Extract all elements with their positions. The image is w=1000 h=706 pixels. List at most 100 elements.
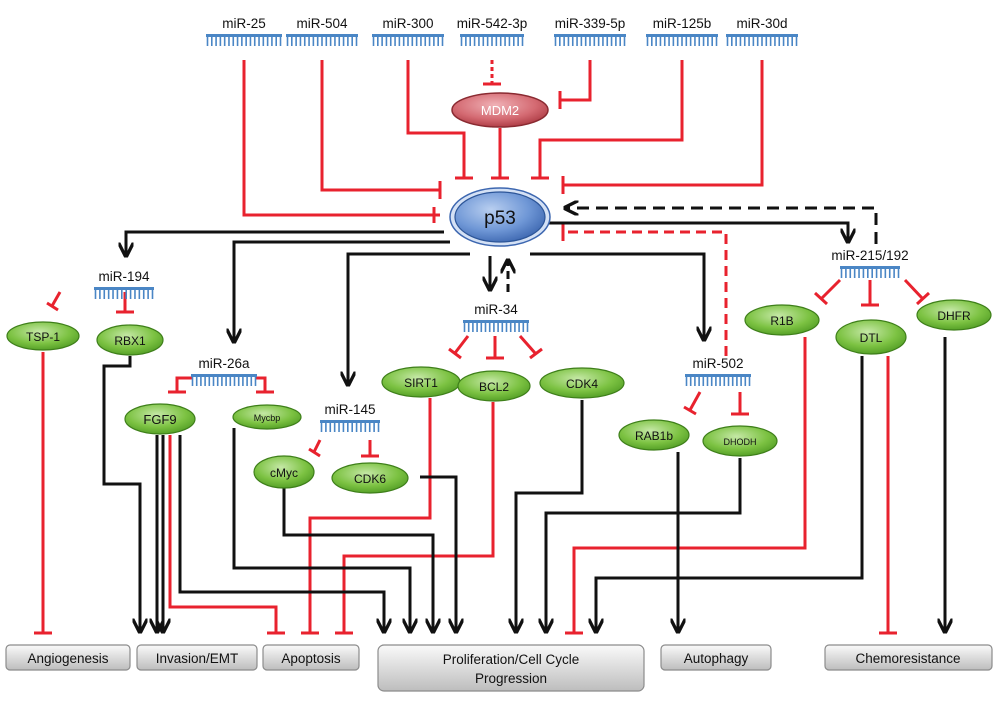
mirna-mir502-label: miR-502 — [692, 356, 743, 371]
edge-mir26a-fgf9 — [175, 376, 192, 392]
edge-mir30d-p53 — [563, 60, 764, 187]
mdm2-label: MDM2 — [481, 103, 519, 118]
mirna-layer: miR-25 miR-504 miR-300 miR-542-3p miR-339-5p… — [94, 16, 909, 432]
target-dtl[interactable]: DTL — [835, 319, 907, 355]
mirna-mir502-backbone — [685, 374, 751, 377]
edge-cdk4-proliferation — [516, 400, 584, 632]
mirna-top-5-label: miR-339-5p — [555, 16, 626, 31]
edge-mir34-cdk4 — [518, 335, 537, 354]
dhfr-label: DHFR — [937, 309, 971, 323]
sirt1-label: SIRT1 — [404, 376, 438, 390]
edge-mir215-p53 — [565, 208, 878, 244]
mirna-top-4[interactable]: miR-542-3p — [457, 16, 528, 46]
cdk6-label: CDK6 — [354, 472, 386, 486]
mirna-top-2-backbone — [286, 34, 358, 37]
mirna-top-4-label: miR-542-3p — [457, 16, 528, 31]
target-cdk6[interactable]: CDK6 — [331, 462, 409, 494]
target-fgf9[interactable]: FGF9 — [124, 403, 196, 435]
mirna-mir26a-backbone — [191, 374, 257, 377]
mirna-top-2-label: miR-504 — [296, 16, 348, 31]
mirna-mir194[interactable]: miR-194 — [94, 269, 154, 299]
target-tsp1[interactable]: TSP-1 — [6, 321, 80, 351]
p53-node[interactable]: p53 — [449, 187, 551, 247]
apoptosis-label: Apoptosis — [281, 651, 341, 666]
proliferation-label-2: Progression — [475, 671, 547, 686]
mirna-mir194-label: miR-194 — [98, 269, 150, 284]
mirna-mir145[interactable]: miR-145 — [320, 402, 380, 432]
outcome-autophagy[interactable]: Autophagy — [660, 644, 772, 671]
edge-mir34-sirt1 — [453, 335, 470, 354]
angiogenesis-label: Angiogenesis — [27, 651, 108, 666]
edge-cmyc-proliferation — [282, 488, 433, 632]
edge-p53-mir502 — [530, 252, 704, 340]
mirna-top-6-label: miR-125b — [653, 16, 712, 31]
mirna-mir215-192-backbone — [840, 266, 900, 269]
mirna-mir34-label: miR-34 — [474, 302, 518, 317]
mirna-top-1-backbone — [206, 34, 282, 37]
edge-rbx1-invasion — [102, 356, 140, 632]
mirna-mir215-192[interactable]: miR-215/192 — [831, 248, 909, 278]
mirna-top-5-backbone — [554, 34, 626, 37]
mdm2-node[interactable]: MDM2 — [451, 92, 549, 128]
activation-edges — [102, 208, 945, 632]
invasion-label: Invasion/EMT — [156, 651, 239, 666]
mirna-mir502[interactable]: miR-502 — [685, 356, 751, 386]
outcome-angiogenesis[interactable]: Angiogenesis — [5, 644, 131, 671]
target-cmyc[interactable]: cMyc — [253, 455, 315, 489]
mirna-mir215-192-label: miR-215/192 — [831, 248, 908, 263]
edge-bcl2-apoptosis — [342, 402, 495, 633]
mirna-mir26a[interactable]: miR-26a — [191, 356, 257, 386]
mirna-top-7-label: miR-30d — [736, 16, 787, 31]
autophagy-label: Autophagy — [684, 651, 749, 666]
edge-mir215-r1b — [820, 278, 842, 300]
edge-p53-mir145 — [348, 252, 470, 385]
edge-mycbp-proliferation — [232, 428, 410, 632]
dhodh-label: DHODH — [724, 437, 757, 447]
mirna-top-3[interactable]: miR-300 — [372, 16, 444, 46]
outcome-apoptosis[interactable]: Apoptosis — [262, 644, 360, 671]
target-dhfr[interactable]: DHFR — [916, 299, 992, 331]
edge-p53-mir194 — [126, 230, 444, 256]
mirna-mir34[interactable]: miR-34 — [463, 302, 529, 332]
inhibition-edges — [34, 60, 931, 635]
edge-mir145-cmyc — [312, 439, 322, 453]
dtl-label: DTL — [860, 331, 883, 345]
cdk4-label: CDK4 — [566, 377, 598, 391]
edge-mir215-dhfr — [903, 278, 924, 300]
edge-r1b-proliferation — [572, 337, 807, 633]
edge-mir26a-mycbp — [255, 376, 267, 392]
mirna-top-1-label: miR-25 — [222, 16, 266, 31]
target-mycbp[interactable]: Mycbp — [232, 404, 302, 430]
mirna-mir34-backbone — [463, 320, 529, 323]
edge-fgf9-proliferation — [178, 435, 384, 632]
mirna-top-1[interactable]: miR-25 — [206, 16, 282, 46]
mirna-top-3-label: miR-300 — [382, 16, 433, 31]
target-cdk4[interactable]: CDK4 — [539, 367, 625, 399]
p53-label: p53 — [484, 208, 516, 229]
mirna-top-5[interactable]: miR-339-5p — [554, 16, 626, 46]
target-r1b[interactable]: R1B — [744, 304, 820, 336]
bcl2-label: BCL2 — [479, 380, 509, 394]
edge-mir25-p53 — [242, 60, 440, 217]
mirna-top-4-backbone — [460, 34, 524, 37]
edge-mir339-mdm2 — [560, 60, 592, 102]
rab1b-label: RAB1b — [635, 429, 673, 443]
outcome-chemoresistance[interactable]: Chemoresistance — [824, 644, 993, 671]
target-rab1b[interactable]: RAB1b — [618, 419, 690, 451]
mirna-top-7[interactable]: miR-30d — [726, 16, 798, 46]
proliferation-label-1: Proliferation/Cell Cycle — [443, 652, 580, 667]
mirna-top-2[interactable]: miR-504 — [286, 16, 358, 46]
outcome-invasion-emt[interactable]: Invasion/EMT — [136, 644, 258, 671]
mirna-top-6[interactable]: miR-125b — [646, 16, 718, 46]
outcome-proliferation[interactable]: Proliferation/Cell Cycle Progression — [377, 644, 645, 692]
edge-mir504-p53 — [320, 60, 440, 192]
edge-mir125b-p53 — [538, 60, 684, 178]
mirna-mir26a-label: miR-26a — [198, 356, 250, 371]
mirna-mir145-label: miR-145 — [324, 402, 375, 417]
edge-mir300-p53 — [406, 60, 466, 178]
target-bcl2[interactable]: BCL2 — [457, 370, 531, 402]
target-sirt1[interactable]: SIRT1 — [381, 366, 461, 398]
target-rbx1[interactable]: RBX1 — [96, 324, 164, 356]
target-dhodh[interactable]: DHODH — [702, 425, 778, 457]
